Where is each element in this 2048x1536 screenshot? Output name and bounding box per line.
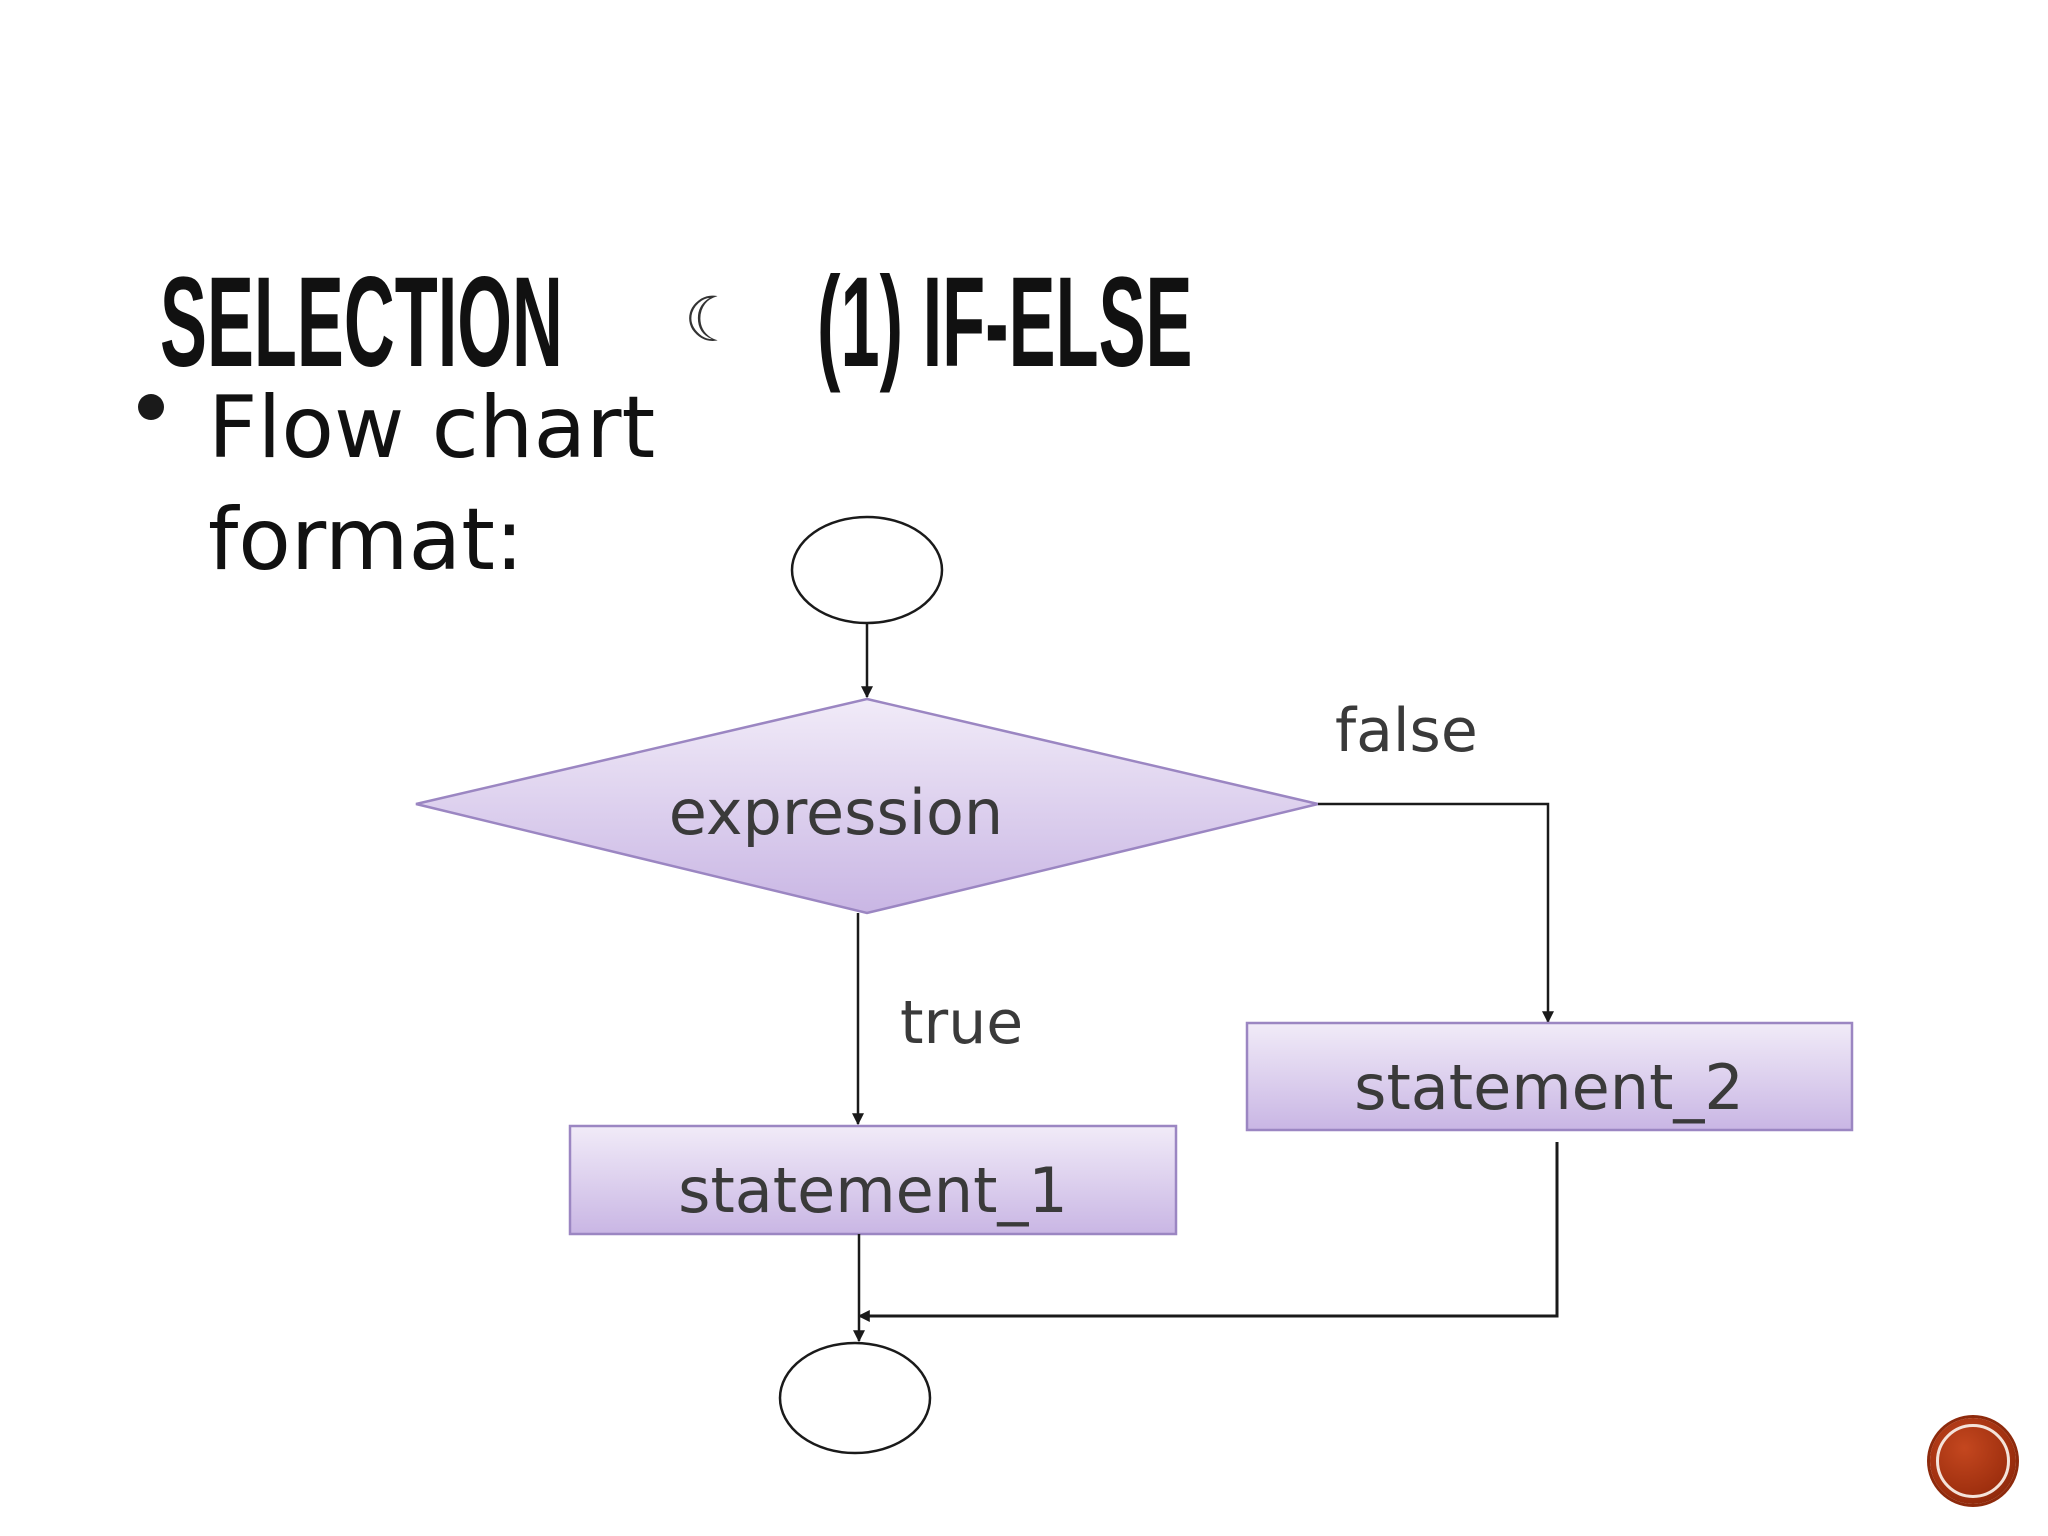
false-label: false <box>1335 696 1478 766</box>
bullet-point-icon <box>138 394 164 420</box>
statement-1-box <box>568 1124 1178 1236</box>
arrow-statement-2-merge <box>857 1142 1559 1322</box>
slide-title-if-else: (1) IF-ELSE <box>817 251 1193 394</box>
slide-title-selection: SELECTION <box>160 251 563 394</box>
arrow-false-branch <box>1318 802 1554 1024</box>
statement-2-box <box>1245 1021 1854 1132</box>
statement-1-label: statement_1 <box>678 1154 1068 1227</box>
crescent-moon-icon: ☾ <box>684 283 740 356</box>
start-terminal <box>790 515 944 625</box>
true-label: true <box>900 988 1023 1058</box>
decision-label: expression <box>669 776 1003 849</box>
slide-badge-icon <box>1930 1418 2016 1504</box>
end-terminal <box>778 1341 932 1455</box>
statement-2-label: statement_2 <box>1354 1051 1744 1124</box>
bullet-text: Flow chart format: <box>208 378 656 590</box>
decision-diamond <box>415 697 1319 915</box>
